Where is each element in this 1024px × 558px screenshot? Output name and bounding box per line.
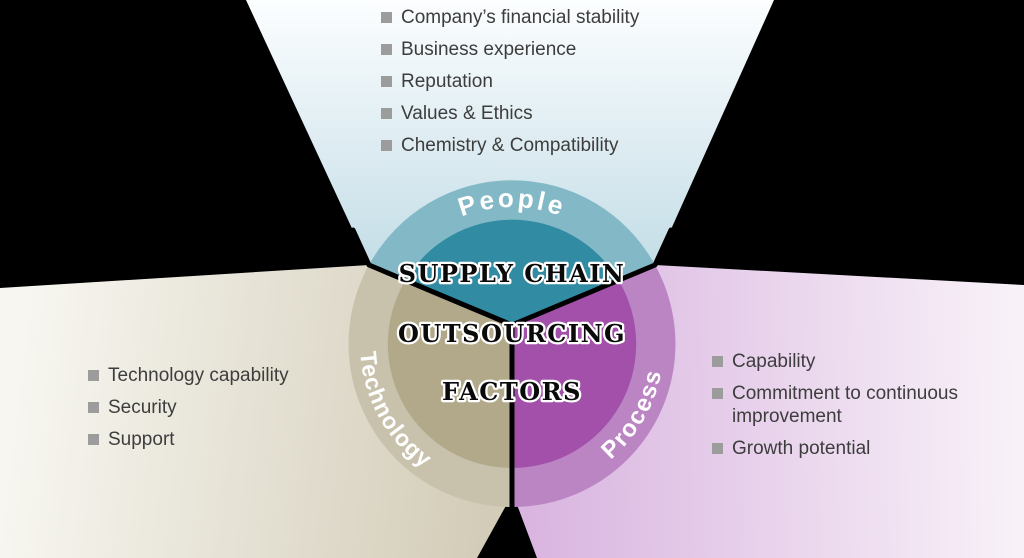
list-item-label: Company’s financial stability: [401, 7, 640, 28]
title-line-2: OUTSOURCING: [398, 319, 626, 348]
list-item-label: Chemistry & Compatibility: [401, 135, 619, 156]
list-item: Chemistry & Compatibility: [381, 134, 639, 157]
list-item-label: Support: [108, 429, 175, 450]
list-item-label: Reputation: [401, 71, 493, 92]
list-item-label: Values & Ethics: [401, 103, 533, 124]
bullet-square-icon: [712, 356, 723, 367]
bullet-square-icon: [88, 434, 99, 445]
list-item: Security: [88, 396, 289, 419]
list-item: Support: [88, 428, 289, 451]
bullet-square-icon: [381, 76, 392, 87]
list-item: Values & Ethics: [381, 102, 639, 125]
list-item-label: Technology capability: [108, 365, 289, 386]
bullet-square-icon: [712, 443, 723, 454]
list-item-label: Business experience: [401, 39, 577, 60]
list-item-label: Capability: [732, 351, 816, 372]
technology-list: Technology capability Security Support: [88, 364, 289, 460]
list-item: Commitment to continuous improvement: [712, 382, 964, 428]
process-list: Capability Commitment to continuous impr…: [712, 350, 964, 469]
bullet-square-icon: [88, 402, 99, 413]
bullet-square-icon: [381, 140, 392, 151]
title-line-1: SUPPLY CHAIN: [399, 259, 626, 288]
technology-inner-sector: [387, 281, 512, 469]
list-item-label: Commitment to continuous improvement: [732, 383, 958, 427]
bullet-square-icon: [381, 12, 392, 23]
list-item-label: Security: [108, 397, 177, 418]
people-inner-sector: [405, 219, 619, 325]
list-item: Capability: [712, 350, 964, 373]
bullet-square-icon: [712, 388, 723, 399]
people-list: Company’s financial stability Business e…: [381, 6, 639, 166]
list-item: Company’s financial stability: [381, 6, 639, 29]
list-item: Reputation: [381, 70, 639, 93]
list-item: Technology capability: [88, 364, 289, 387]
process-inner-sector: [512, 281, 637, 469]
bullet-square-icon: [381, 44, 392, 55]
bullet-square-icon: [88, 370, 99, 381]
list-item: Growth potential: [712, 437, 964, 460]
list-item-label: Growth potential: [732, 438, 871, 459]
bullet-square-icon: [381, 108, 392, 119]
list-item: Business experience: [381, 38, 639, 61]
title-line-3: FACTORS: [442, 377, 582, 406]
